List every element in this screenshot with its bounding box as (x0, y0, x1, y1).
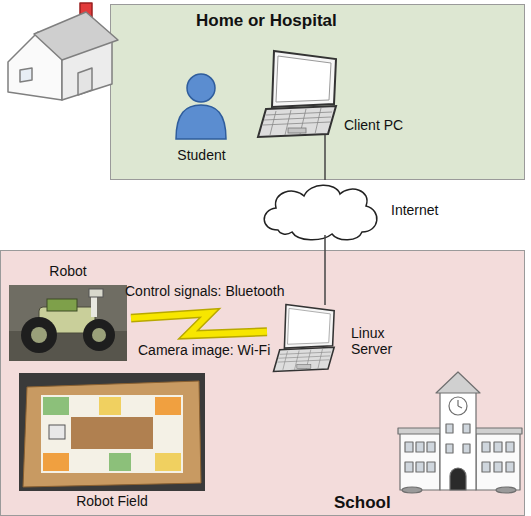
signal-label: Control signals: Bluetooth (125, 283, 285, 299)
house-icon (8, 3, 118, 100)
node-label: Robot (9, 263, 127, 279)
node-label: Internet (391, 202, 438, 218)
node-label: Robot Field (19, 493, 205, 509)
school-building-icon (398, 372, 522, 493)
node-label: Client PC (344, 117, 403, 133)
student-node: Student (164, 71, 243, 167)
client-pc-node: Client PC (256, 49, 407, 149)
signal-label: Camera image: Wi-Fi (138, 342, 270, 358)
node-label: Student (164, 147, 239, 163)
wireless-link (131, 313, 267, 335)
robot-field-photo (19, 373, 205, 491)
network-line (324, 135, 326, 180)
laptop-icon (267, 303, 343, 373)
region-title: Home or Hospital (196, 11, 337, 31)
region-title: School (334, 493, 391, 513)
robot-node: Robot (9, 261, 131, 363)
student-icon (164, 71, 239, 141)
robot-photo (9, 285, 127, 361)
lightning-outline (131, 313, 267, 335)
home-region: Home or HospitalStudent Client PC (110, 4, 525, 180)
laptop-icon (256, 49, 341, 139)
linux-server-node: Linux Server (267, 303, 417, 375)
internet-cloud: Internet (258, 180, 443, 246)
node-label: Linux Server (351, 325, 413, 357)
cloud-icon (258, 180, 383, 242)
robot-field-node: Robot Field (19, 373, 209, 511)
network-line (324, 235, 326, 305)
